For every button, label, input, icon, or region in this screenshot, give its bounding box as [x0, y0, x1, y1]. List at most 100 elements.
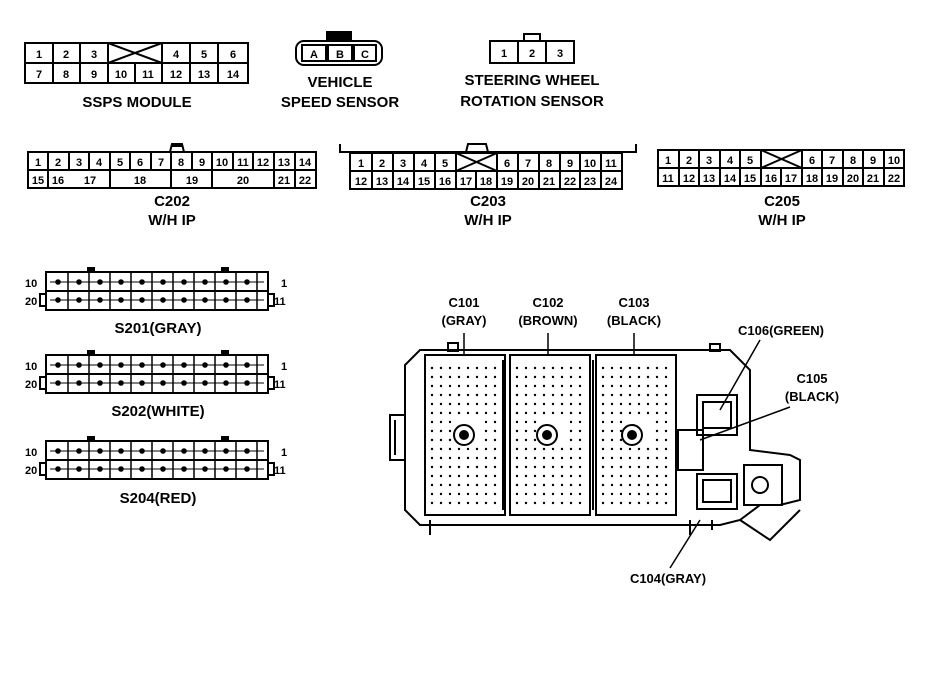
- fuse-terminal: [484, 447, 488, 451]
- fuse-terminal: [430, 438, 434, 442]
- fuse-terminal: [448, 384, 452, 388]
- fuse-terminal: [524, 492, 528, 496]
- c202-pin: 20: [237, 175, 249, 187]
- fuse-terminal: [457, 501, 461, 505]
- fuse-terminal: [560, 501, 564, 505]
- c205-pin: 3: [706, 155, 712, 167]
- fuse-terminal: [524, 393, 528, 397]
- fuse-terminal: [569, 465, 573, 469]
- ssps-pin: 8: [63, 69, 69, 81]
- fuse-terminal: [664, 420, 668, 424]
- fuse-terminal: [664, 429, 668, 433]
- fuse-terminal: [619, 492, 623, 496]
- ssps-pin: 13: [198, 69, 210, 81]
- fuse-terminal: [493, 447, 497, 451]
- fuse-terminal: [466, 384, 470, 388]
- c205-pin: 12: [683, 173, 695, 185]
- c202-pin: 11: [237, 157, 249, 169]
- c205-pin: 15: [744, 173, 756, 185]
- fuse-terminal: [457, 411, 461, 415]
- fuse-terminal: [430, 474, 434, 478]
- s201-right-bottom-pin: 11: [274, 296, 286, 308]
- fuse-terminal: [466, 465, 470, 469]
- fuse-terminal: [637, 492, 641, 496]
- c202-label: C202: [154, 193, 190, 210]
- swrs-label-line2: ROTATION SENSOR: [460, 93, 604, 110]
- fuse-terminal: [466, 411, 470, 415]
- ssps-pin: 2: [63, 49, 69, 61]
- c203-pin: 8: [546, 158, 552, 170]
- c203-pin: 17: [460, 176, 472, 188]
- fuse-terminal: [655, 420, 659, 424]
- fuse-terminal: [524, 366, 528, 370]
- swrs-pin: 1: [501, 48, 507, 60]
- c105-color: (BLACK): [785, 389, 839, 404]
- c202-pin: 22: [299, 175, 311, 187]
- fuse-terminal: [578, 492, 582, 496]
- fuse-terminal: [542, 402, 546, 406]
- s201-right-top-pin: 1: [281, 278, 287, 290]
- fuse-terminal: [542, 483, 546, 487]
- fuse-terminal: [578, 393, 582, 397]
- fuse-terminal: [533, 366, 537, 370]
- fuse-terminal: [637, 375, 641, 379]
- fuse-terminal: [560, 393, 564, 397]
- ssps-pin: 11: [142, 69, 154, 81]
- fuse-terminal: [619, 501, 623, 505]
- fuse-terminal: [551, 483, 555, 487]
- swrs-label-line1: STEERING WHEEL: [464, 72, 599, 89]
- fuse-terminal: [484, 492, 488, 496]
- fuse-terminal: [457, 456, 461, 460]
- fuse-terminal: [637, 456, 641, 460]
- c205-pin: 20: [847, 173, 859, 185]
- c203-pin: 5: [442, 158, 448, 170]
- fuse-terminal: [578, 429, 582, 433]
- fuse-terminal: [628, 366, 632, 370]
- fuse-terminal: [439, 474, 443, 478]
- fuse-terminal: [601, 465, 605, 469]
- fuse-terminal: [601, 366, 605, 370]
- c202-connector: [27, 143, 317, 189]
- fuse-terminal: [457, 474, 461, 478]
- fuse-terminal: [533, 411, 537, 415]
- s201-left-top-pin: 10: [25, 278, 37, 290]
- fuse-terminal: [515, 492, 519, 496]
- fuse-terminal: [515, 402, 519, 406]
- ssps-pin: 10: [115, 69, 127, 81]
- fuse-terminal: [569, 384, 573, 388]
- fuse-terminal: [439, 492, 443, 496]
- fuse-terminal: [637, 447, 641, 451]
- fuse-terminal: [551, 402, 555, 406]
- fuse-terminal: [524, 411, 528, 415]
- fuse-terminal: [542, 492, 546, 496]
- c205-pin: 13: [703, 173, 715, 185]
- fuse-terminal: [439, 429, 443, 433]
- fuse-terminal: [533, 483, 537, 487]
- fuse-terminal: [655, 402, 659, 406]
- fuse-terminal: [637, 411, 641, 415]
- fuse-terminal: [646, 384, 650, 388]
- fuse-terminal: [439, 501, 443, 505]
- c205-sublabel: W/H IP: [758, 212, 806, 229]
- fuse-terminal: [655, 375, 659, 379]
- fuse-terminal: [466, 456, 470, 460]
- fuse-terminal: [560, 447, 564, 451]
- fuse-terminal: [484, 474, 488, 478]
- fuse-terminal: [466, 366, 470, 370]
- fuse-terminal: [439, 384, 443, 388]
- fuse-terminal: [515, 429, 519, 433]
- fuse-terminal: [664, 411, 668, 415]
- fuse-terminal: [430, 384, 434, 388]
- fuse-terminal: [628, 402, 632, 406]
- fuse-terminal: [524, 438, 528, 442]
- fuse-terminal: [610, 501, 614, 505]
- fuse-terminal: [601, 411, 605, 415]
- fuse-terminal: [466, 402, 470, 406]
- fuse-terminal: [448, 375, 452, 379]
- fuse-terminal: [655, 411, 659, 415]
- fuse-terminal: [542, 393, 546, 397]
- ssps-row2-pins: 7 8 9 10 11 12 13 14: [36, 69, 240, 81]
- fuse-terminal: [430, 366, 434, 370]
- ssps-pin: 3: [91, 49, 97, 61]
- fuse-terminal: [542, 375, 546, 379]
